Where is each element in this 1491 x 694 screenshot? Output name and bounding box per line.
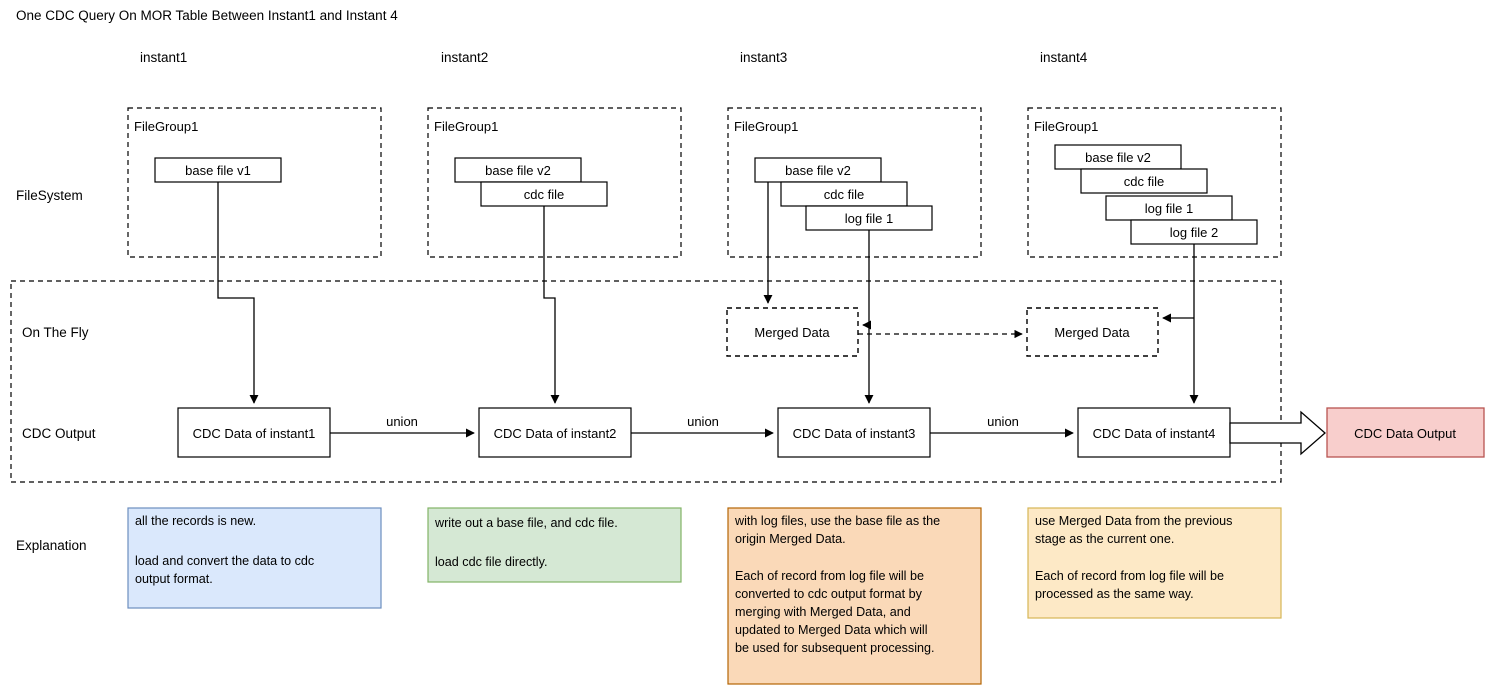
explanation-box-instant2: write out a base file, and cdc file. loa… xyxy=(427,507,682,583)
explanation-line: converted to cdc output format by xyxy=(735,587,923,601)
cdc-data-output-node[interactable]: CDC Data Output xyxy=(1326,407,1485,458)
column-header-instant1: instant1 xyxy=(140,50,187,65)
cdc-node-label: CDC Data of instant1 xyxy=(193,426,316,441)
explanation-line: processed as the same way. xyxy=(1035,587,1194,601)
file-box-base-file-v2-i3[interactable]: base file v2 xyxy=(754,157,882,183)
row-label-explanation: Explanation xyxy=(16,538,87,553)
file-box-log-file-1-i4[interactable]: log file 1 xyxy=(1105,195,1233,221)
explanation-line: stage as the current one. xyxy=(1035,532,1174,546)
file-box-label: base file v2 xyxy=(485,163,551,178)
file-box-label: cdc file xyxy=(524,187,564,202)
explanation-box-instant3: with log files, use the base file as the… xyxy=(727,507,982,685)
cdc-data-output-label: CDC Data Output xyxy=(1354,426,1456,441)
explanation-line: write out a base file, and cdc file. xyxy=(434,516,618,530)
file-box-label: cdc file xyxy=(824,187,864,202)
file-group-instant3: FileGroup1 base file v2 cdc file log fil… xyxy=(727,107,982,258)
file-group-instant4: FileGroup1 base file v2 cdc file log fil… xyxy=(1027,107,1282,258)
column-header-instant3: instant3 xyxy=(740,50,787,65)
file-box-log-file-2-i4[interactable]: log file 2 xyxy=(1130,219,1258,245)
merged-data-label: Merged Data xyxy=(1054,325,1130,340)
explanation-line: with log files, use the base file as the xyxy=(734,514,940,528)
cdc-node-instant2[interactable]: CDC Data of instant2 xyxy=(478,407,632,458)
file-box-cdc-file-i3[interactable]: cdc file xyxy=(780,181,908,207)
file-box-base-file-v1[interactable]: base file v1 xyxy=(154,157,282,183)
connector-basefile1-to-cdc1 xyxy=(217,182,259,404)
explanation-box-instant4: use Merged Data from the previous stage … xyxy=(1027,507,1282,619)
cdc-node-instant1[interactable]: CDC Data of instant1 xyxy=(177,407,331,458)
file-box-base-file-v2-i4[interactable]: base file v2 xyxy=(1054,144,1182,170)
explanation-line: be used for subsequent processing. xyxy=(735,641,935,655)
cdc-node-label: CDC Data of instant2 xyxy=(494,426,617,441)
explanation-line: merging with Merged Data, and xyxy=(735,605,911,619)
row-label-cdc-output: CDC Output xyxy=(22,426,96,441)
explanation-line: load cdc file directly. xyxy=(435,555,547,569)
explanation-line: Each of record from log file will be xyxy=(1035,569,1224,583)
file-group-instant2: FileGroup1 base file v2 cdc file xyxy=(427,107,682,258)
file-box-label: base file v2 xyxy=(785,163,851,178)
file-box-label: cdc file xyxy=(1124,174,1164,189)
explanation-line: all the records is new. xyxy=(135,514,256,528)
column-header-instant2: instant2 xyxy=(441,50,488,65)
column-header-instant4: instant4 xyxy=(1040,50,1088,65)
file-box-cdc-file-i4[interactable]: cdc file xyxy=(1080,168,1208,194)
file-box-log-file-1-i3[interactable]: log file 1 xyxy=(805,205,933,231)
explanation-line: load and convert the data to cdc xyxy=(135,554,314,568)
file-group-label-4: FileGroup1 xyxy=(1034,119,1098,134)
file-group-label-2: FileGroup1 xyxy=(434,119,498,134)
file-box-label: base file v1 xyxy=(185,163,251,178)
block-arrow-to-output xyxy=(1229,410,1326,456)
file-box-label: log file 2 xyxy=(1170,225,1218,240)
explanation-line: Each of record from log file will be xyxy=(735,569,924,583)
row-label-filesystem: FileSystem xyxy=(16,188,83,203)
file-box-label: base file v2 xyxy=(1085,150,1151,165)
cdc-node-label: CDC Data of instant3 xyxy=(793,426,916,441)
cdc-node-instant3[interactable]: CDC Data of instant3 xyxy=(777,407,931,458)
merged-data-instant4[interactable]: Merged Data xyxy=(1026,307,1159,357)
processing-container xyxy=(10,280,1282,483)
file-group-label-3: FileGroup1 xyxy=(734,119,798,134)
explanation-line: updated to Merged Data which will xyxy=(735,623,928,637)
explanation-line: origin Merged Data. xyxy=(735,532,846,546)
explanation-line: use Merged Data from the previous xyxy=(1035,514,1232,528)
file-group-label-1: FileGroup1 xyxy=(134,119,198,134)
cdc-node-label: CDC Data of instant4 xyxy=(1093,426,1216,441)
merged-data-label: Merged Data xyxy=(754,325,830,340)
union-label-1: union xyxy=(386,414,418,429)
cdc-node-instant4[interactable]: CDC Data of instant4 xyxy=(1077,407,1231,458)
union-label-2: union xyxy=(687,414,719,429)
union-label-3: union xyxy=(987,414,1019,429)
page-title: One CDC Query On MOR Table Between Insta… xyxy=(16,8,398,23)
file-box-base-file-v2-i2[interactable]: base file v2 xyxy=(454,157,582,183)
file-group-instant1: FileGroup1 base file v1 xyxy=(127,107,382,258)
merged-data-instant3[interactable]: Merged Data xyxy=(726,307,859,357)
connector-cdcfile2-to-cdc2 xyxy=(543,206,560,404)
file-box-label: log file 1 xyxy=(1145,201,1193,216)
explanation-line: output format. xyxy=(135,572,213,586)
row-label-on-the-fly: On The Fly xyxy=(22,325,89,340)
file-box-cdc-file-i2[interactable]: cdc file xyxy=(480,181,608,207)
file-box-label: log file 1 xyxy=(845,211,893,226)
explanation-box-instant1: all the records is new. load and convert… xyxy=(127,507,382,609)
